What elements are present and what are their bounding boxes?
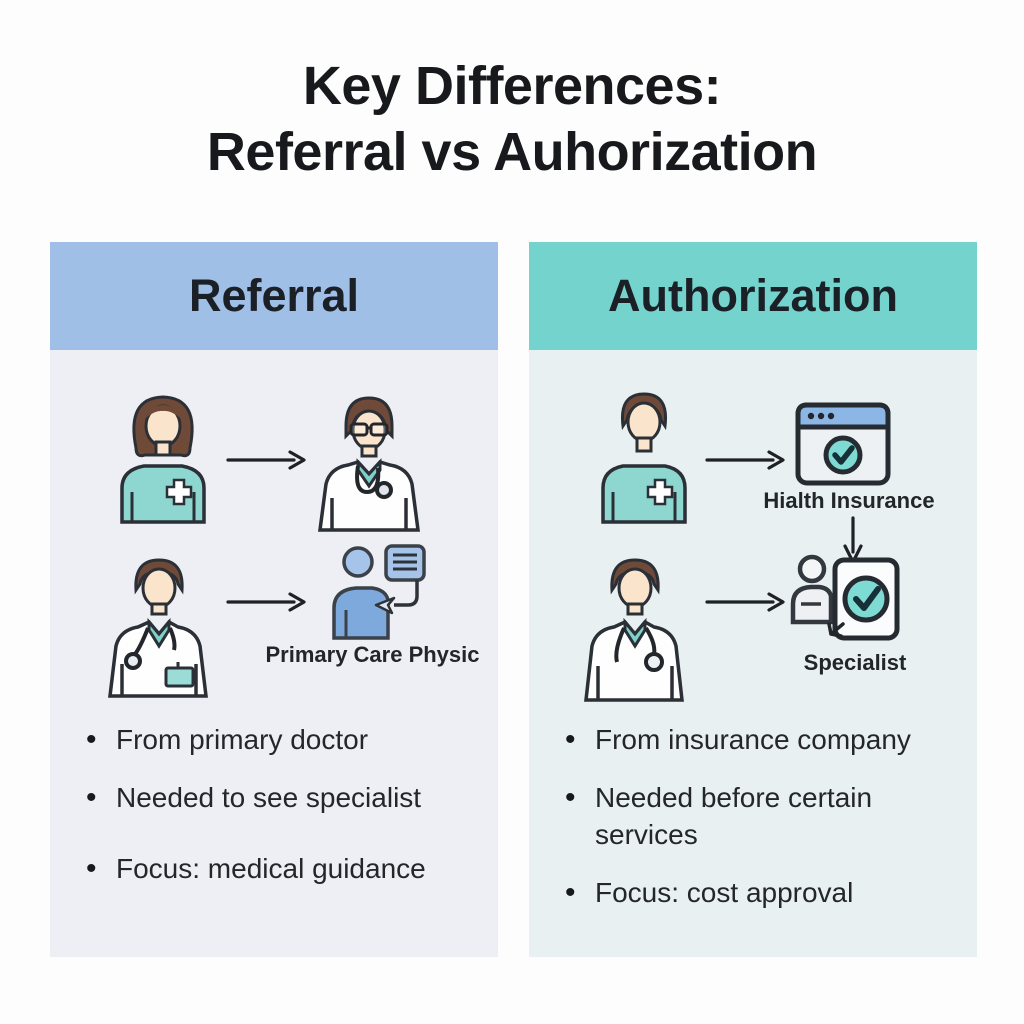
authorization-header: Authorization [529, 242, 977, 350]
title-line2: Referral vs Auhorization [206, 121, 818, 182]
bullet-item: From primary doctor [80, 720, 484, 759]
referral-body: Primary Care Physic From primary doctor … [50, 350, 498, 957]
referral-bullets: From primary doctor Needed to see specia… [80, 720, 484, 909]
primary-care-physician-label: Primary Care Physic [265, 642, 480, 667]
female-patient-icon [120, 395, 206, 524]
approved-specialist-card-icon [790, 554, 900, 641]
referral-header: Referral [50, 242, 498, 350]
authorization-body: Hialth Insurance [529, 350, 977, 957]
bullet-item: Focus: cost approval [559, 873, 911, 912]
authorization-header-label: Authorization [608, 270, 898, 321]
bullet-item: Needed to see specialist [80, 778, 484, 817]
specialist-label: Specialist [803, 650, 907, 675]
referral-panel: Referral [50, 242, 498, 957]
page-title: Key Differences: Referral vs Auhorizatio… [0, 54, 1024, 186]
doctor-glasses-icon [318, 396, 420, 532]
authorization-panel: Authorization [529, 242, 977, 957]
insurance-portal-check-icon [795, 402, 891, 486]
male-patient-icon [601, 392, 687, 524]
health-insurance-label: Hialth Insurance [763, 488, 935, 513]
arrow-right-icon [705, 592, 785, 612]
bullet-item: From insurance company [559, 720, 911, 759]
arrow-right-icon [705, 450, 785, 470]
arrow-right-icon [226, 592, 306, 612]
arrow-right-icon [226, 450, 306, 470]
bullet-item: Focus: medical guidance [80, 849, 484, 888]
doctor-stethoscope-icon [584, 558, 684, 702]
title-line1: Key Differences: [302, 56, 722, 116]
consultation-person-icon [332, 544, 426, 640]
bullet-item: Needed before certain services [559, 778, 911, 853]
referral-header-label: Referral [188, 270, 360, 321]
authorization-bullets: From insurance company Needed before cer… [559, 720, 911, 934]
doctor-icon [108, 558, 208, 698]
